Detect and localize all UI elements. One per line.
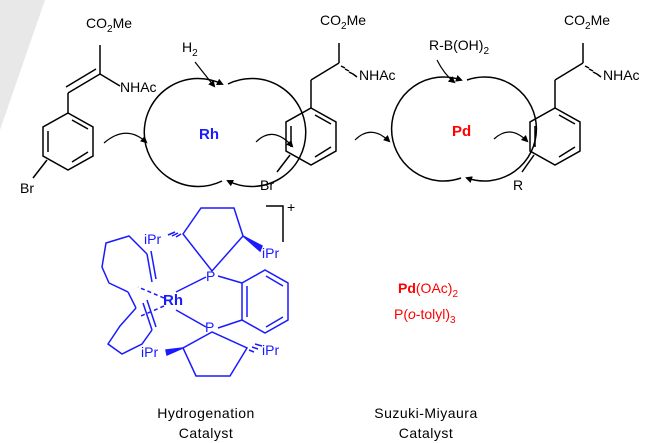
aryl-double-bonds: [246, 275, 284, 328]
substrate-molecule: [32, 45, 121, 179]
pd-catalyst-phosphine: P(o-tolyl)3: [394, 306, 456, 326]
intermediate-molecule: [276, 43, 358, 173]
phosphorus-upper-label: P: [206, 268, 215, 284]
cod-ligand-bond: [127, 291, 137, 309]
ipr-label-lower-left: iPr: [141, 344, 158, 360]
bond: [521, 154, 535, 173]
p-aryl-bond: [217, 275, 243, 284]
hashed-bond: [167, 231, 182, 238]
ipr-label-upper-right: iPr: [262, 245, 279, 261]
bond: [99, 73, 121, 87]
cod-double-bond: [142, 299, 157, 331]
h2-label: H2: [182, 39, 198, 59]
boronic-acid-label: R-B(OH)2: [429, 37, 489, 57]
co2me-label-2: CO2Me: [320, 12, 366, 32]
rh-catalytic-cycle: Rh: [143, 77, 307, 188]
rh-center-label: Rh: [163, 292, 183, 309]
rh-catalyst-structure: [101, 207, 289, 377]
phosphorus-lower-label: P: [205, 319, 214, 335]
suzuki-caption-line1: Suzuki-Miyaura: [374, 405, 477, 421]
h2-arrow: [194, 61, 216, 88]
rh-cycle-label: Rh: [199, 126, 219, 143]
bond: [310, 62, 340, 81]
rh-cycle-arc-left: [143, 77, 224, 188]
cod-ligand-lower: [106, 307, 153, 355]
ipr-label-upper-left: iPr: [144, 231, 161, 247]
bond: [65, 68, 97, 88]
hydrogenation-caption-line2: Catalyst: [179, 425, 234, 441]
br-label-2: Br: [260, 177, 274, 193]
p-rh-bond: [175, 276, 207, 293]
rh-exit-arrow: [255, 133, 294, 148]
substrate-entry-arrow: [103, 132, 148, 144]
co2me-label-3: CO2Me: [564, 12, 610, 32]
benzene-ring: [285, 107, 337, 166]
br-label-1: Br: [20, 180, 34, 196]
bond: [67, 73, 101, 94]
hashed-wedge-bond: [340, 65, 358, 78]
bond: [32, 159, 48, 179]
aryl-backbone-ring: [241, 269, 289, 334]
cod-double-bond: [146, 250, 157, 283]
watermark-shape: [0, 0, 45, 130]
charge-bracket: [266, 205, 284, 242]
ipr-label-lower-right: iPr: [262, 342, 279, 358]
benzene-ring: [42, 112, 94, 171]
bond: [554, 62, 584, 81]
product-molecule: [521, 43, 602, 173]
wedge-bond: [242, 235, 263, 253]
nhac-label-2: NHAc: [359, 67, 396, 83]
pd-cycle-label: Pd: [452, 123, 471, 140]
rh-cycle-arc-right: [226, 77, 307, 188]
r-label: R: [513, 177, 523, 193]
pd-catalytic-cycle: Pd: [390, 75, 538, 183]
wedge-bond: [165, 347, 184, 357]
hashed-bond: [248, 343, 263, 353]
lower-phospholane-ring: [182, 331, 249, 377]
p-aryl-bond: [217, 319, 243, 329]
ring-double-bonds: [290, 114, 332, 158]
pd-cycle-arc-left: [390, 75, 463, 182]
bond: [276, 154, 291, 173]
nhac-label-3: NHAc: [603, 67, 640, 83]
cod-ligand-upper: [101, 235, 148, 293]
suzuki-caption-line2: Catalyst: [399, 425, 454, 441]
boronic-acid-arrow: [436, 59, 456, 84]
ring-double-bonds: [534, 114, 576, 158]
ring-double-bonds: [47, 119, 89, 163]
pd-exit-arrow: [493, 131, 529, 143]
nhac-label-1: NHAc: [120, 79, 157, 95]
upper-phospholane-ring: [182, 207, 244, 273]
benzene-ring: [529, 107, 581, 166]
rh-olefin-coordination: [137, 286, 165, 299]
positive-charge: +: [287, 199, 295, 215]
hashed-wedge-bond: [584, 65, 602, 78]
co2me-label-1: CO2Me: [86, 15, 132, 35]
p-rh-bond: [175, 309, 207, 328]
pd-entry-arrow: [354, 131, 391, 143]
pd-catalyst-formula: Pd(OAc)2: [398, 280, 458, 300]
pd-cycle-arc-right: [465, 76, 538, 183]
hydrogenation-caption-line1: Hydrogenation: [157, 405, 255, 421]
